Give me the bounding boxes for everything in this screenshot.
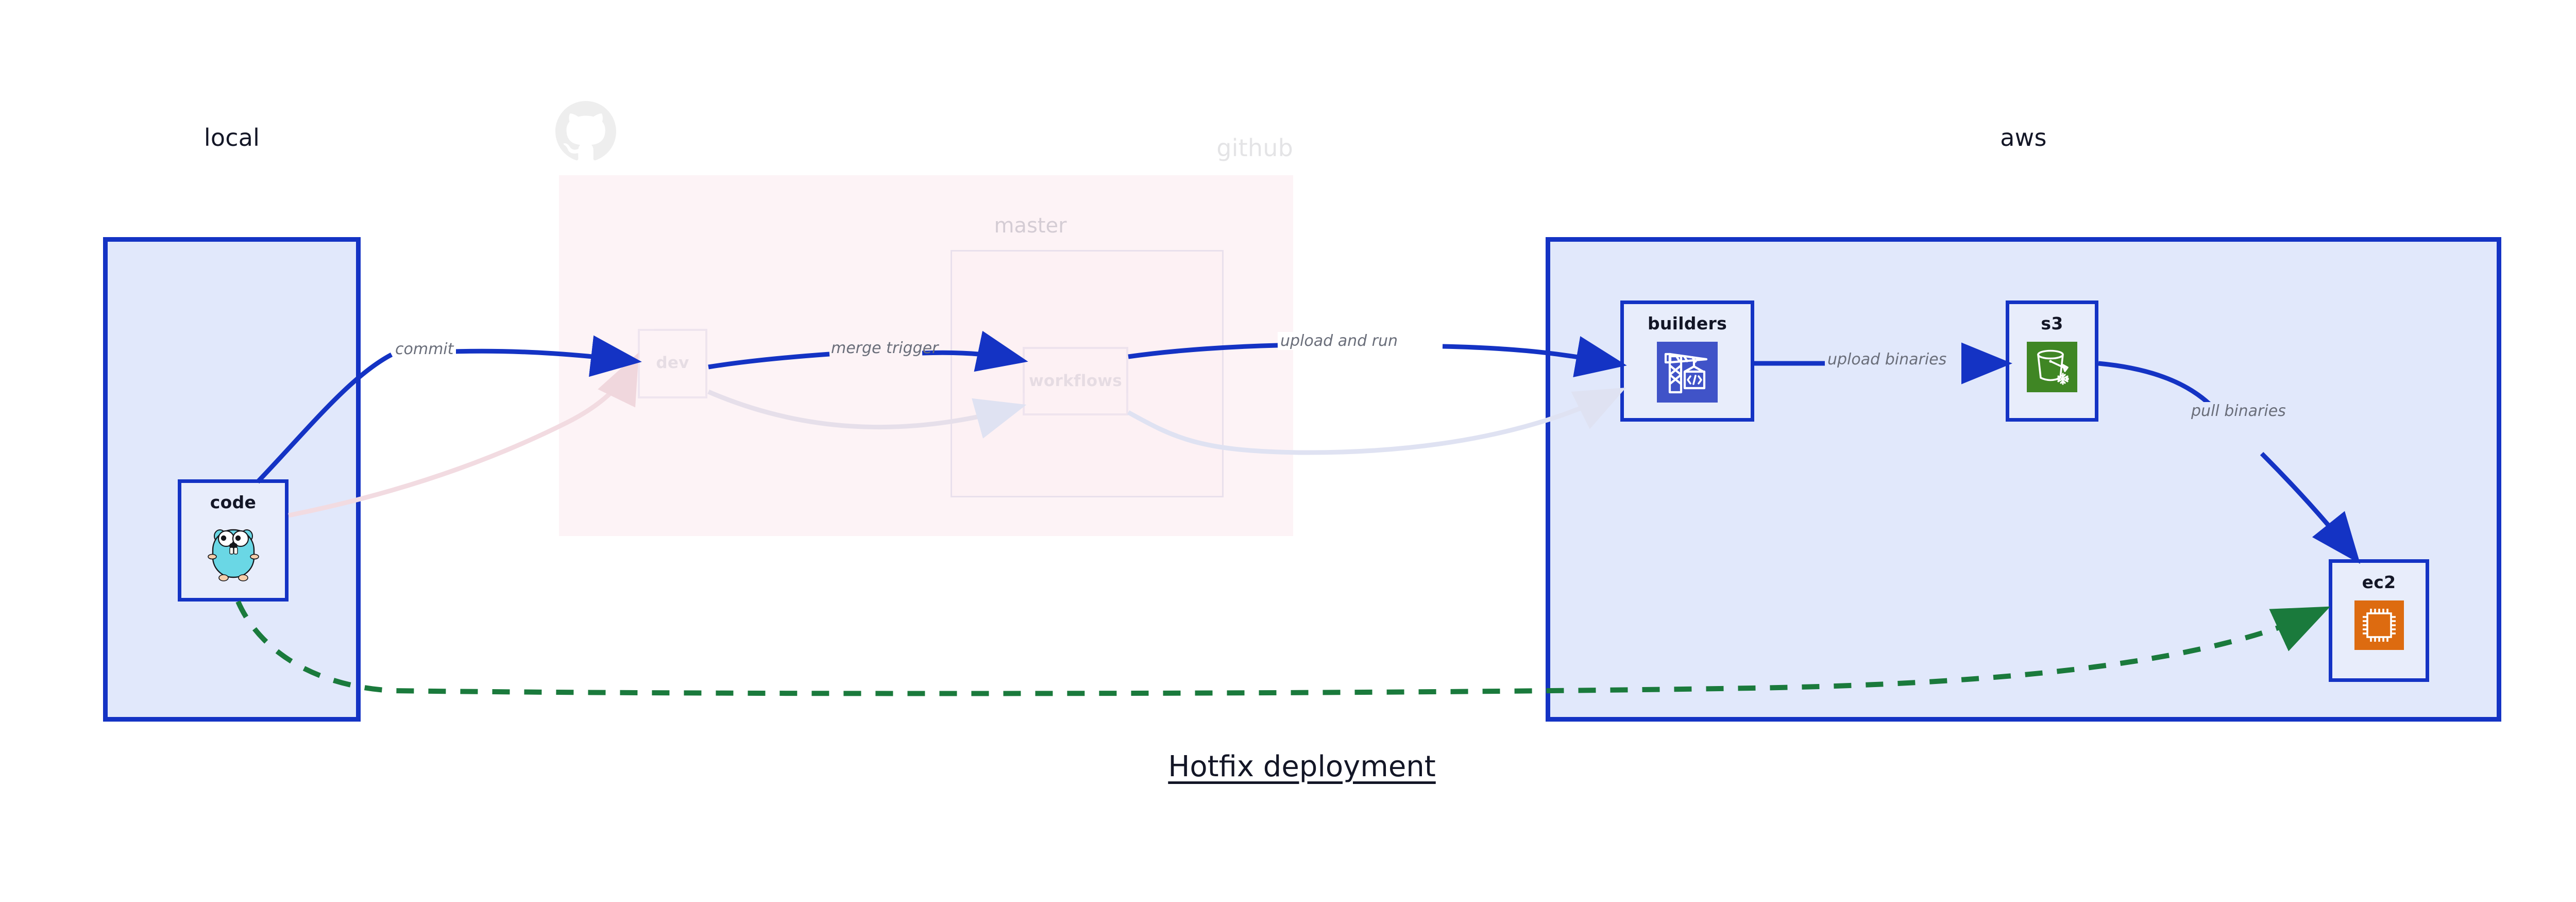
aws-codebuild-icon [1657,342,1718,403]
node-workflows-label: workflows [1028,372,1123,390]
aws-ec2-icon [2354,600,2404,650]
github-octocat-icon [555,101,616,161]
subgroup-master [951,250,1224,497]
node-code-label: code [210,492,257,512]
subgroup-label-master: master [994,214,1067,238]
edge-label-pull-binaries: pull binaries [2189,402,2289,420]
edge-label-commit: commit [393,340,456,358]
node-s3[interactable]: s3 [2006,300,2098,422]
node-builders-label: builders [1647,313,1727,333]
go-gopher-icon [207,529,259,581]
node-builders[interactable]: builders [1620,300,1754,422]
aws-s3-glacier-icon [2027,342,2077,392]
node-dev-label: dev [656,354,689,372]
diagram-title: Hotfix deployment [1168,750,1436,783]
group-label-aws: aws [2000,124,2047,152]
node-workflows[interactable]: workflows [1023,347,1128,415]
group-label-github: github [1216,134,1293,162]
node-ec2-label: ec2 [2362,572,2396,592]
edge-label-upload-binaries: upload binaries [1825,350,1950,369]
node-dev[interactable]: dev [638,329,707,398]
node-ec2[interactable]: ec2 [2329,559,2429,682]
group-label-local: local [204,124,260,152]
node-code[interactable]: code [178,479,289,602]
edge-label-upload-and-run: upload and run [1278,332,1401,350]
edge-label-merge-trigger: merge trigger [831,339,939,357]
node-s3-label: s3 [2041,313,2063,333]
